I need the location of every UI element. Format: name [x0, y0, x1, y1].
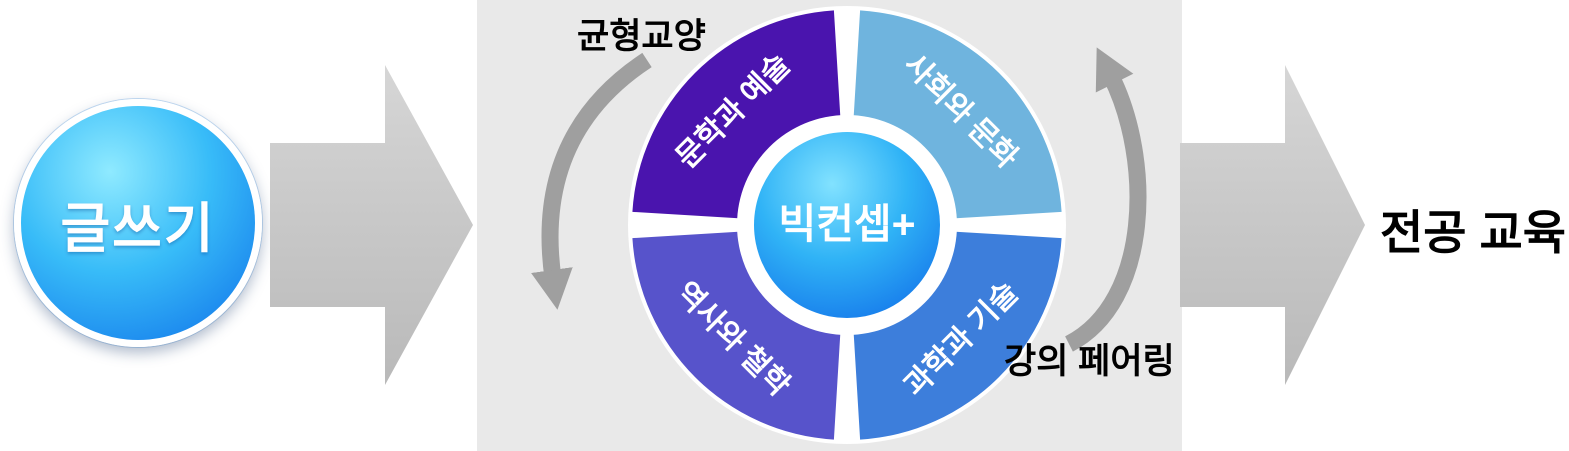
- major-education-label: 전공 교육: [1380, 206, 1567, 259]
- writing-node-label: 글쓰기: [60, 198, 216, 259]
- writing-node: 글쓰기: [14, 99, 262, 347]
- segment-history-and-philosophy: [632, 231, 841, 440]
- liberal-arts-panel: 빅컨셉+ 문학과 예술 사회와 문화 역사와 철학 과학과 기술 균형교양 강의…: [477, 0, 1182, 451]
- segment-literature-and-art: [632, 10, 841, 219]
- flow-arrow-left: [270, 65, 473, 385]
- flow-arrow-left-shape: [270, 65, 473, 385]
- cycle-arrow-right: [1064, 47, 1147, 352]
- cycle-arrow-left: [531, 52, 652, 310]
- segment-society-and-culture: [853, 10, 1062, 219]
- center-node: [754, 132, 940, 318]
- lecture-pairing-label: 강의 페어링: [1004, 342, 1175, 381]
- donut-chart: 빅컨셉+ 문학과 예술 사회와 문화 역사와 철학 과학과 기술: [531, 6, 1147, 444]
- flow-arrow-right: [1180, 65, 1365, 385]
- segment-science-and-technology: [853, 231, 1062, 440]
- balanced-liberal-arts-label: 균형교양: [577, 17, 706, 56]
- center-node-label: 빅컨셉+: [778, 201, 915, 247]
- flow-arrow-right-shape: [1180, 65, 1365, 385]
